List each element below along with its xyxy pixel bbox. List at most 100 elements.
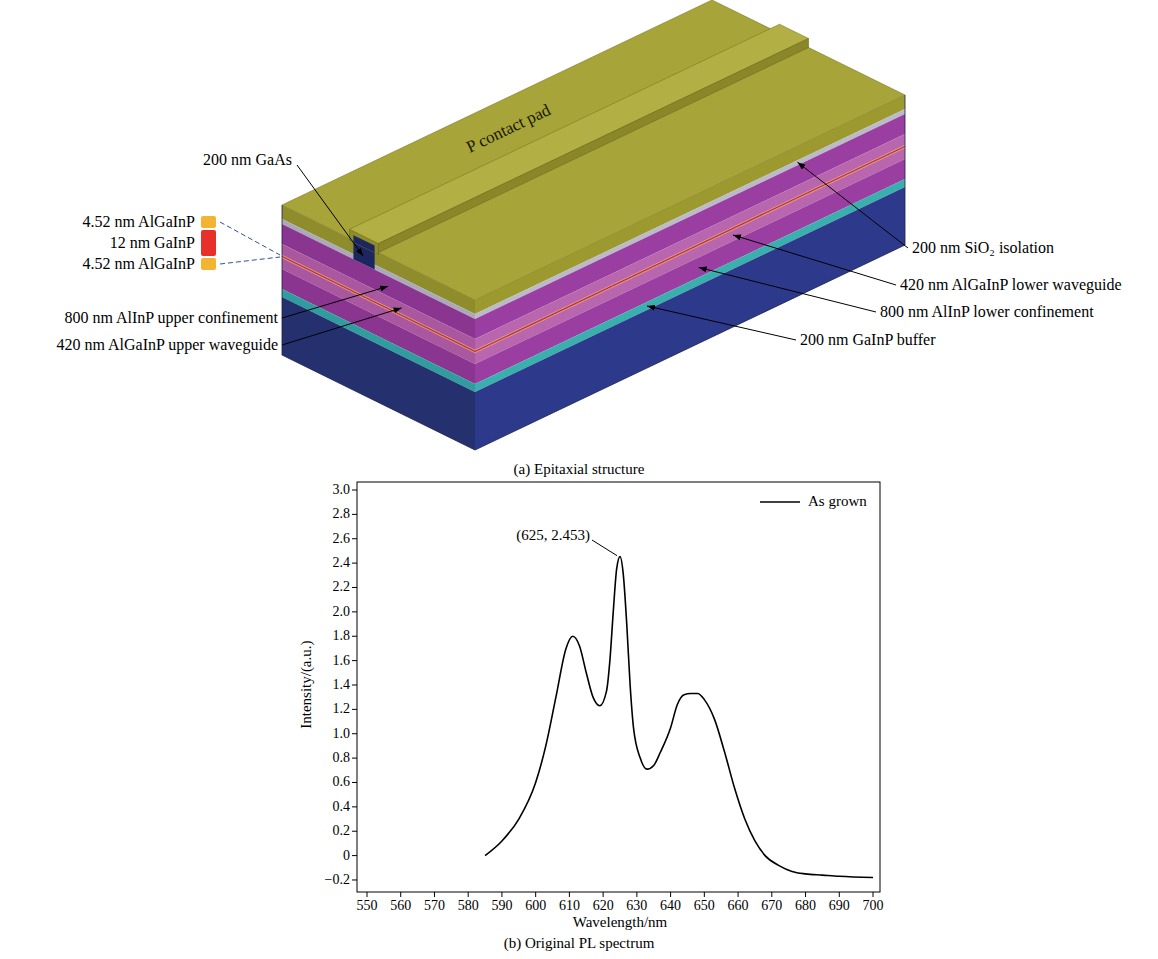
y-tick [352,611,357,612]
x-tick [569,892,570,897]
y-tick [352,636,357,637]
y-tick [352,563,357,564]
y-tick [352,709,357,710]
tick-label: 3.0 [333,482,351,498]
legend-line [760,501,800,503]
tick-label: 0.2 [333,823,351,839]
ridge-wall [379,39,809,253]
tick-label: 570 [424,898,445,914]
tick-label: 0.6 [333,774,351,790]
leader-arrow [282,308,402,345]
y-tick [352,831,357,832]
tick-label: 670 [761,898,782,914]
x-tick [771,892,772,897]
layer-label: 200 nm GaAs [203,151,292,169]
tick-label: 680 [795,898,816,914]
leader-arrow [647,306,796,340]
tick-label: 700 [863,898,884,914]
x-tick [434,892,435,897]
ridge-top [350,24,809,243]
x-tick [603,892,604,897]
x-tick [367,892,368,897]
x-tick [535,892,536,897]
x-tick [501,892,502,897]
layer-label: 800 nm AlInP lower confinement [880,303,1094,321]
layer-label: 420 nm AlGaInP upper waveguide [56,336,278,354]
leader-arrow [297,165,363,256]
tick-label: 2.0 [333,604,351,620]
y-tick [352,490,357,491]
x-tick [873,892,874,897]
layer-swatch [201,230,216,256]
layer-label: 12 nm GaInP [110,234,195,252]
y-tick [352,806,357,807]
leader-arrow [282,286,388,318]
tick-label: 2.6 [333,531,351,547]
x-tick [704,892,705,897]
peak-annotation: (625, 2.453) [516,527,590,544]
layer-label: 4.52 nm AlGaInP [83,213,195,231]
axis-title: Wavelength/nm [573,914,668,931]
annotation-leader [592,540,617,556]
tick-label: 630 [626,898,647,914]
tick-label: 2.4 [333,555,351,571]
dashed-leader [220,257,280,264]
layer-label: 420 nm AlGaInP lower waveguide [900,276,1122,294]
y-tick [352,758,357,759]
tick-label: 0.4 [333,799,351,815]
tick-label: 1.4 [333,677,351,693]
axis-title: Intensity/(a.u.) [297,641,314,729]
y-tick [352,782,357,783]
y-tick [352,660,357,661]
tick-label: 1.2 [333,701,351,717]
legend-text: As grown [808,493,867,510]
dashed-leader [220,222,280,255]
layer-label: 200 nm GaInP buffer [800,331,936,349]
y-tick [352,684,357,685]
tick-label: 2.8 [333,506,351,522]
tick-label: 690 [829,898,850,914]
layer-swatch [201,216,216,228]
x-tick [400,892,401,897]
x-tick [636,892,637,897]
x-tick [839,892,840,897]
y-tick [352,733,357,734]
layer-label: 200 nm SiO₂ isolation [912,239,1054,257]
x-tick [468,892,469,897]
tick-label: 1.6 [333,653,351,669]
tick-label: 600 [525,898,546,914]
substrate-layer-end [282,297,475,450]
pl-curve [485,557,873,878]
y-tick [352,855,357,856]
tick-label: 640 [660,898,681,914]
layer-label: 800 nm AlInP upper confinement [64,309,278,327]
contact-pad-top [282,0,905,300]
tick-label: 550 [357,898,378,914]
tick-label: 1.0 [333,726,351,742]
block-outline [282,95,905,450]
panel-caption: (a) Epitaxial structure [514,461,645,478]
leader-arrow [798,162,909,248]
layer-label: 4.52 nm AlGaInP [83,255,195,273]
x-tick [805,892,806,897]
x-tick [738,892,739,897]
tick-label: 580 [458,898,479,914]
tick-label: 610 [559,898,580,914]
y-tick [352,514,357,515]
tick-label: 1.8 [333,628,351,644]
tick-label: 650 [694,898,715,914]
tick-label: 560 [390,898,411,914]
y-tick [352,587,357,588]
tick-label: 620 [593,898,614,914]
y-tick [352,879,357,880]
tick-label: 660 [728,898,749,914]
tick-label: 590 [491,898,512,914]
layer-swatch [201,258,216,270]
tick-label: 0.8 [333,750,351,766]
tick-label: 2.2 [333,579,351,595]
x-tick [670,892,671,897]
panel-caption: (b) Original PL spectrum [504,935,655,952]
y-tick [352,538,357,539]
leader-arrow [733,235,896,285]
